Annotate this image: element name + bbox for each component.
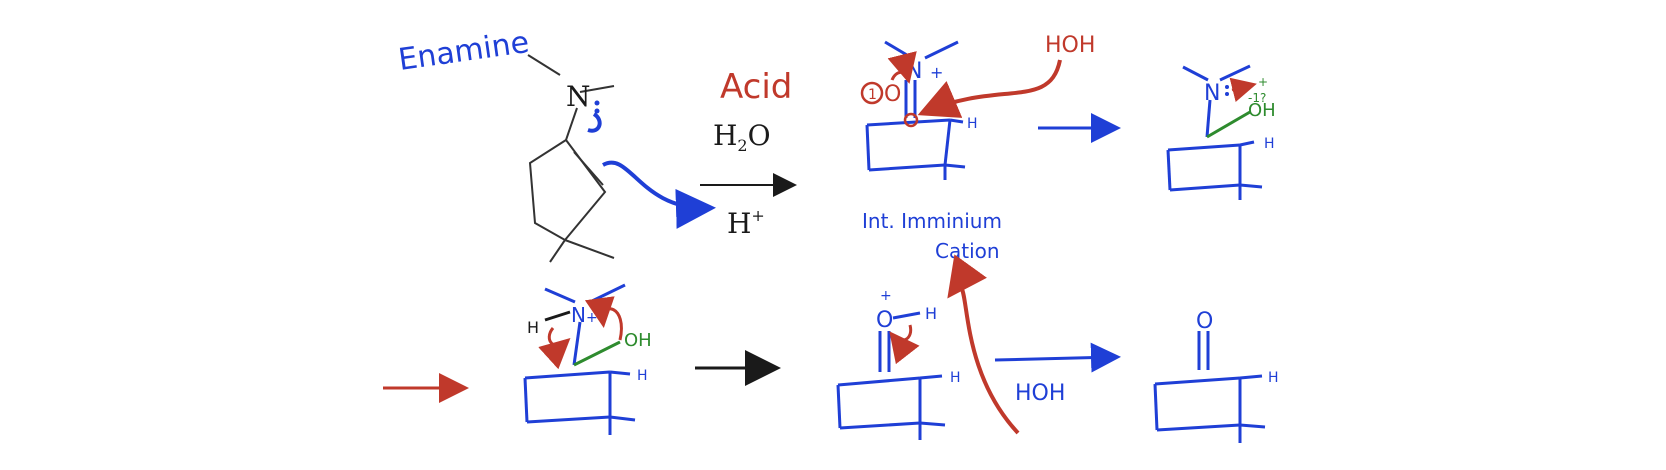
step3-plus: +: [586, 310, 598, 326]
product-oxygen: O: [1196, 309, 1213, 334]
water-deprotonation-arrow: [947, 254, 1020, 435]
iminium-plus: +: [930, 63, 943, 82]
water-label-top: HOH: [1045, 33, 1095, 58]
step-number-circle: [860, 81, 884, 105]
step4-electron-arrow: [889, 324, 920, 365]
step2-lone-pair: [1225, 85, 1229, 96]
iminium-cation: [865, 40, 966, 180]
resonance-curl-arrow: [887, 51, 917, 84]
step3-hydrogen: H: [637, 368, 648, 384]
step2-hydroxyl: OH: [1248, 100, 1276, 121]
step4-hydrogen: H: [950, 370, 961, 386]
intermediate-label-line1: Int. Imminium: [862, 209, 1002, 233]
step3-oh-bond: [573, 340, 621, 367]
step4-oh-bond: [892, 311, 921, 320]
step3-oh-push-arrow: [584, 296, 623, 341]
step-number: 1: [868, 87, 877, 103]
intermediate-label-line2: Cation: [935, 239, 1000, 263]
step3-bond-break-arrow: [538, 327, 571, 370]
lone-pair-dots: [594, 100, 600, 114]
ketone-product: [1153, 331, 1266, 443]
step3-h-left: H: [527, 318, 539, 337]
step4-plus: +: [880, 288, 892, 304]
enamine-nitrogen: N: [566, 80, 591, 113]
step2-charge-top: +: [1258, 75, 1268, 89]
step3-nh-bond: [544, 310, 571, 322]
step4-oxygen: O: [876, 308, 893, 333]
product-hydrogen: H: [1268, 370, 1279, 386]
oxygen-attack: O: [884, 82, 901, 107]
acid-label: Acid: [720, 67, 792, 107]
title-label: Enamine: [396, 25, 531, 78]
step2-oh-bond: [1206, 110, 1251, 139]
step3-nitrogen: N: [571, 303, 586, 327]
step4-molecule: [836, 331, 946, 440]
water-label-bottom: HOH: [1015, 381, 1065, 406]
step4-h-on-oxygen: H: [925, 304, 937, 323]
step3-hydroxyl: OH: [624, 330, 652, 351]
iminium-nitrogen: N: [906, 59, 922, 84]
iminium-hydrogen: H: [967, 116, 978, 132]
water-reagent: H2O: [713, 119, 771, 155]
water-attack-arrow: [917, 59, 1062, 118]
enamine-molecule: [527, 54, 615, 263]
electrophilic-carbon-circle: [903, 112, 919, 128]
step2-proton-transfer-arrow: [1229, 77, 1257, 102]
proton-reagent: H+: [727, 206, 765, 240]
lone-pair-curl-arrow: [587, 112, 602, 133]
reaction-arrow-product: [994, 342, 1121, 373]
step2-molecule: [1166, 64, 1263, 200]
pi-bond-attack-arrow: [602, 160, 716, 229]
step2-nitrogen: N: [1204, 81, 1220, 106]
step2-hydrogen: H: [1264, 136, 1275, 152]
step2-charge-bottom: -1?: [1248, 91, 1266, 105]
